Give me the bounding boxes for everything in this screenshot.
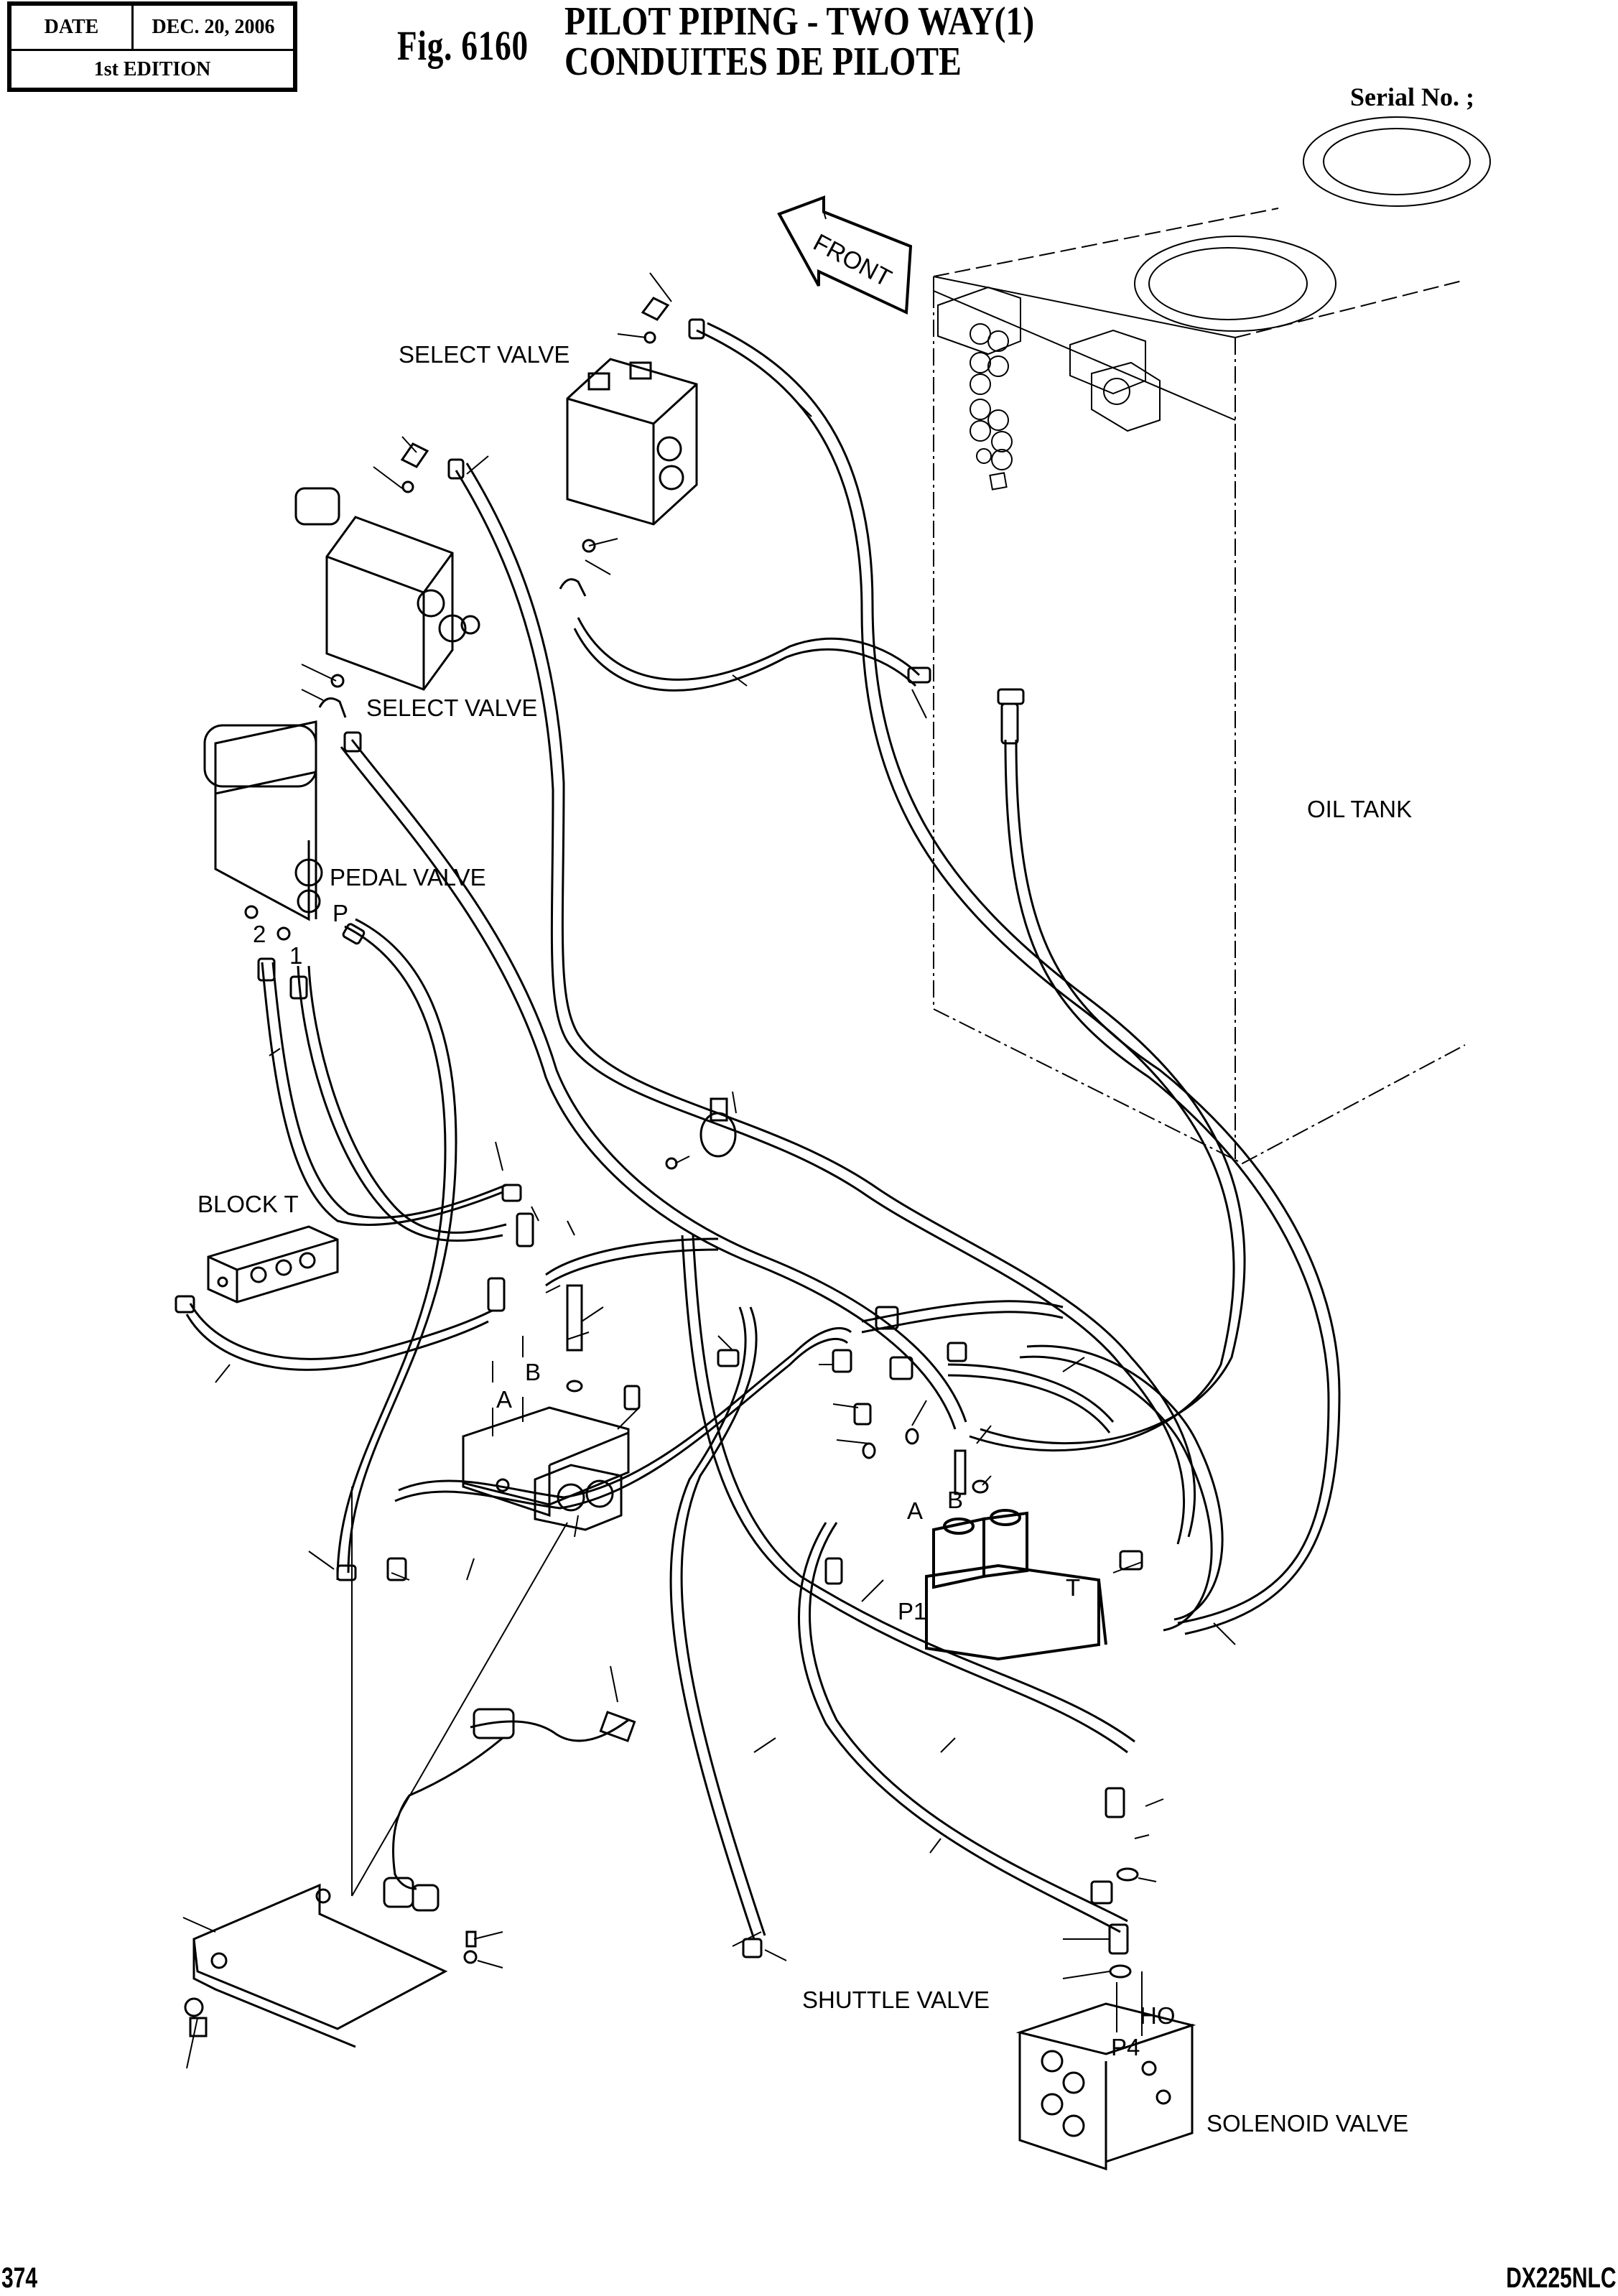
front-arrow-icon: FRONT [777,195,913,315]
label-select-valve-middle: SELECT VALVE [366,694,538,721]
pedal-valve [203,720,323,941]
mounting-bracket [189,1883,448,2048]
hoses [185,322,1341,1940]
label-solenoid-valve: SOLENOID VALVE [1206,2110,1409,2137]
label-port-a-left: A [496,1386,513,1413]
hose-clamp [665,1097,737,1170]
label-pedal-valve: PEDAL VALVE [330,864,486,891]
fittings [175,318,1143,2017]
label-port-b-left: B [525,1359,541,1385]
title-french: CONDUITES DE PILOTE [564,39,962,84]
label-port-a-right: A [907,1497,924,1524]
model-number: DX225NLC [1506,2262,1617,2294]
label-port-p1: P1 [898,1598,927,1625]
edition-box: DATE DEC. 20, 2006 1st EDITION [7,1,297,92]
label-port-b-right: B [947,1487,964,1513]
figure-number: Fig. 6160 [397,22,529,69]
label-port-ho: HO [1140,2002,1176,2029]
leader-lines [182,272,1236,2069]
label-pedal-port-1: 1 [289,942,303,969]
label-port-p4: P4 [1111,2034,1140,2060]
label-shuttle-valve: SHUTTLE VALVE [802,1986,990,2013]
label-pedal-port-2: 2 [253,921,266,947]
block-t [207,1225,339,1303]
valve-block-ab-right [925,1509,1107,1661]
serial-number: Serial No. ; [1350,83,1474,111]
date-row: DATE DEC. 20, 2006 [11,6,293,51]
page-number: 374 [1,2262,38,2294]
tank-port-fittings [970,323,1013,491]
label-select-valve-top: SELECT VALVE [399,341,570,368]
select-valve-middle [294,442,480,718]
solenoid-valve [1015,2002,1196,2171]
date-value: DEC. 20, 2006 [152,16,275,38]
select-valve-top [559,297,698,597]
label-oil-tank: OIL TANK [1307,796,1413,822]
title-english: PILOT PIPING - TWO WAY(1) [564,0,1035,44]
edition-label: 1st EDITION [93,57,211,80]
wiring-harness [383,1708,636,1912]
label-block-t: BLOCK T [197,1191,299,1217]
valve-block-ab-left [462,1406,630,1531]
date-label: DATE [11,6,134,49]
label-pedal-port-p: P [333,900,349,926]
page-title: PILOT PIPING - TWO WAY(1) CONDUITES DE P… [564,1,1034,82]
oil-tank [933,116,1491,1165]
label-port-t: T [1066,1574,1081,1601]
